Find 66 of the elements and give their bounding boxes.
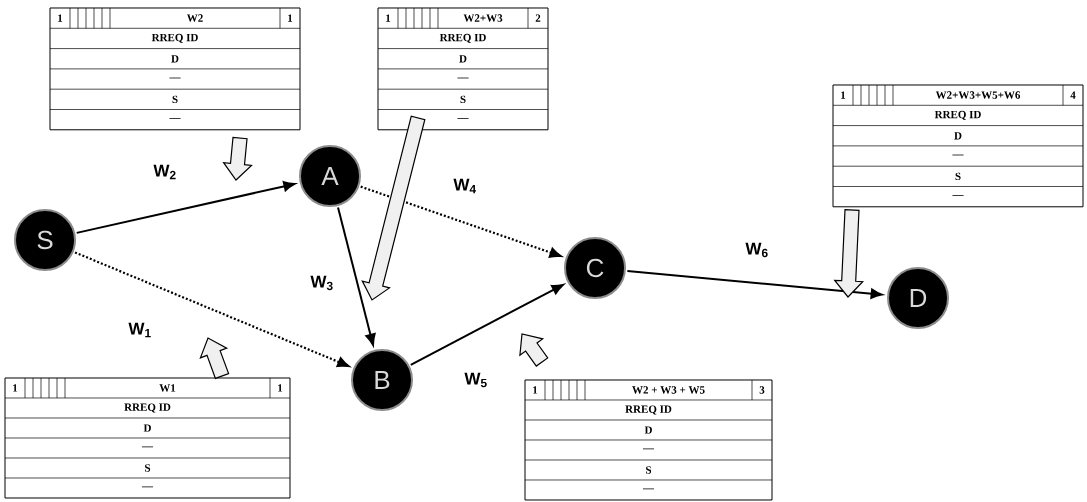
edge-label: W$_{1}$ <box>128 322 151 338</box>
edge-label: W$_{5}$ <box>464 372 487 388</box>
table-cell: RREQ ID <box>124 403 171 413</box>
table-cell: RREQ ID <box>151 33 198 43</box>
table-cell: S <box>145 464 151 472</box>
pointer-arrow <box>361 115 426 301</box>
table-cell: — <box>141 446 154 448</box>
table-cell: RREQ ID <box>625 405 672 415</box>
table-cell: 3 <box>759 386 765 394</box>
network-node: B <box>351 349 413 411</box>
table-cell: S <box>460 95 466 104</box>
table-cell: — <box>642 488 655 490</box>
table-cell: W2 + W3 + W5 <box>632 386 705 394</box>
packet-table <box>4 377 291 499</box>
arrow <box>337 206 376 346</box>
network-node: C <box>564 237 626 299</box>
table-cell: — <box>457 118 469 119</box>
packet-table <box>524 379 773 501</box>
pointer-arrow <box>519 333 549 367</box>
packet-table <box>377 7 549 131</box>
table-cell: 1 <box>58 14 63 22</box>
table-cell: 4 <box>1070 91 1076 99</box>
arrow <box>626 270 883 299</box>
table-cell: S <box>646 466 652 474</box>
table-cell: D <box>954 132 962 140</box>
arrow <box>74 251 350 367</box>
edge-label: W$_{3}$ <box>310 275 333 291</box>
network-node: D <box>887 267 949 329</box>
table-cell: 2 <box>535 14 541 22</box>
table-cell: W2 <box>186 14 203 22</box>
network-node: A <box>299 145 361 207</box>
table-cell: D <box>171 55 179 63</box>
arrow <box>75 181 296 234</box>
table-cell: 1 <box>533 386 538 394</box>
table-cell: W2+W3 <box>463 14 503 22</box>
table-cell: — <box>141 486 154 488</box>
edge-label: W$_{6}$ <box>745 242 768 258</box>
arrow <box>360 185 562 258</box>
table-cell: 1 <box>13 384 18 392</box>
table-cell: D <box>644 426 652 434</box>
packet-table <box>49 7 301 131</box>
table-cell: 1 <box>278 384 283 392</box>
table-cell: — <box>952 195 964 196</box>
network-node: S <box>14 209 76 271</box>
table-cell: — <box>169 118 181 119</box>
pointer-arrow <box>833 209 865 298</box>
table-cell: — <box>169 77 181 79</box>
table-cell: 1 <box>288 14 293 22</box>
table-cell: S <box>955 172 961 181</box>
table-cell: 1 <box>386 14 391 22</box>
edge-label: W$_{2}$ <box>153 164 176 180</box>
arrow <box>409 283 564 366</box>
table-cell: D <box>143 424 151 432</box>
table-cell: RREQ ID <box>439 33 486 43</box>
table-cell: — <box>642 448 655 450</box>
table-cell: D <box>459 55 467 63</box>
table-cell: RREQ ID <box>934 110 981 120</box>
edge-label: W$_{4}$ <box>453 178 477 194</box>
table-cell: — <box>457 77 469 79</box>
table-cell: S <box>172 95 178 104</box>
table-cell: W2+W3+W5+W6 <box>935 91 1021 99</box>
pointer-arrow <box>222 136 253 181</box>
packet-table <box>832 84 1084 208</box>
table-cell: W1 <box>159 384 176 392</box>
table-cell: 1 <box>841 91 846 99</box>
table-cell: — <box>952 154 964 156</box>
